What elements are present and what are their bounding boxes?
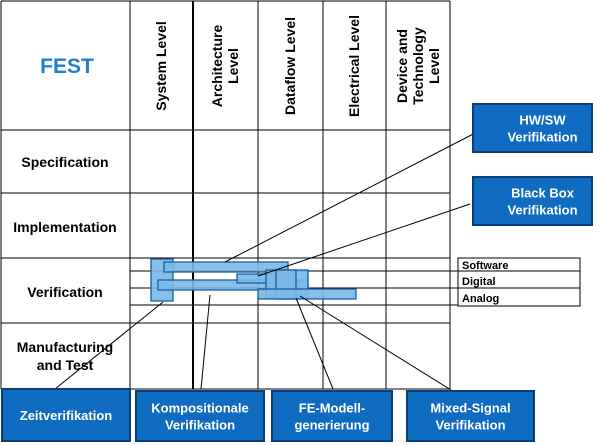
matrix-grid xyxy=(0,0,451,390)
row-header: Verification xyxy=(27,284,102,300)
column-header-label: ArchitectureLevel xyxy=(209,25,241,108)
callout-label: Zeitverifikation xyxy=(20,408,113,423)
verification-bars xyxy=(150,258,357,302)
callout-bottom: Zeitverifikation xyxy=(1,388,131,442)
column-header-label: System Level xyxy=(153,21,169,111)
column-header: Electrical Level xyxy=(346,15,362,117)
column-header-label: Dataflow Level xyxy=(282,17,298,115)
row-headers: SpecificationImplementationVerificationM… xyxy=(13,154,116,373)
layer-label-software: Software xyxy=(462,260,508,272)
column-header-label: Device andTechnologyLevel xyxy=(394,27,442,105)
callout-label: FE-Modell-generierung xyxy=(294,401,369,433)
column-header: System Level xyxy=(153,21,169,111)
column-header: Device andTechnologyLevel xyxy=(394,27,442,105)
diagram-title: FEST xyxy=(40,55,94,78)
callout-bottom: FE-Modell-generierung xyxy=(271,390,393,442)
column-header-label: Electrical Level xyxy=(346,15,362,117)
column-headers: System Level ArchitectureLevel Dataflow Le… xyxy=(153,15,442,117)
layer-label-analog: Analog xyxy=(462,293,499,305)
bar-analog xyxy=(257,288,357,300)
column-header: Dataflow Level xyxy=(282,17,298,115)
row-header: Implementation xyxy=(13,219,116,235)
layer-label-box: Software Digital Analog xyxy=(457,257,581,307)
layer-label-digital: Digital xyxy=(462,276,496,288)
column-header: ArchitectureLevel xyxy=(209,25,241,108)
row-header: Specification xyxy=(21,154,108,170)
connector-lines xyxy=(54,129,482,391)
